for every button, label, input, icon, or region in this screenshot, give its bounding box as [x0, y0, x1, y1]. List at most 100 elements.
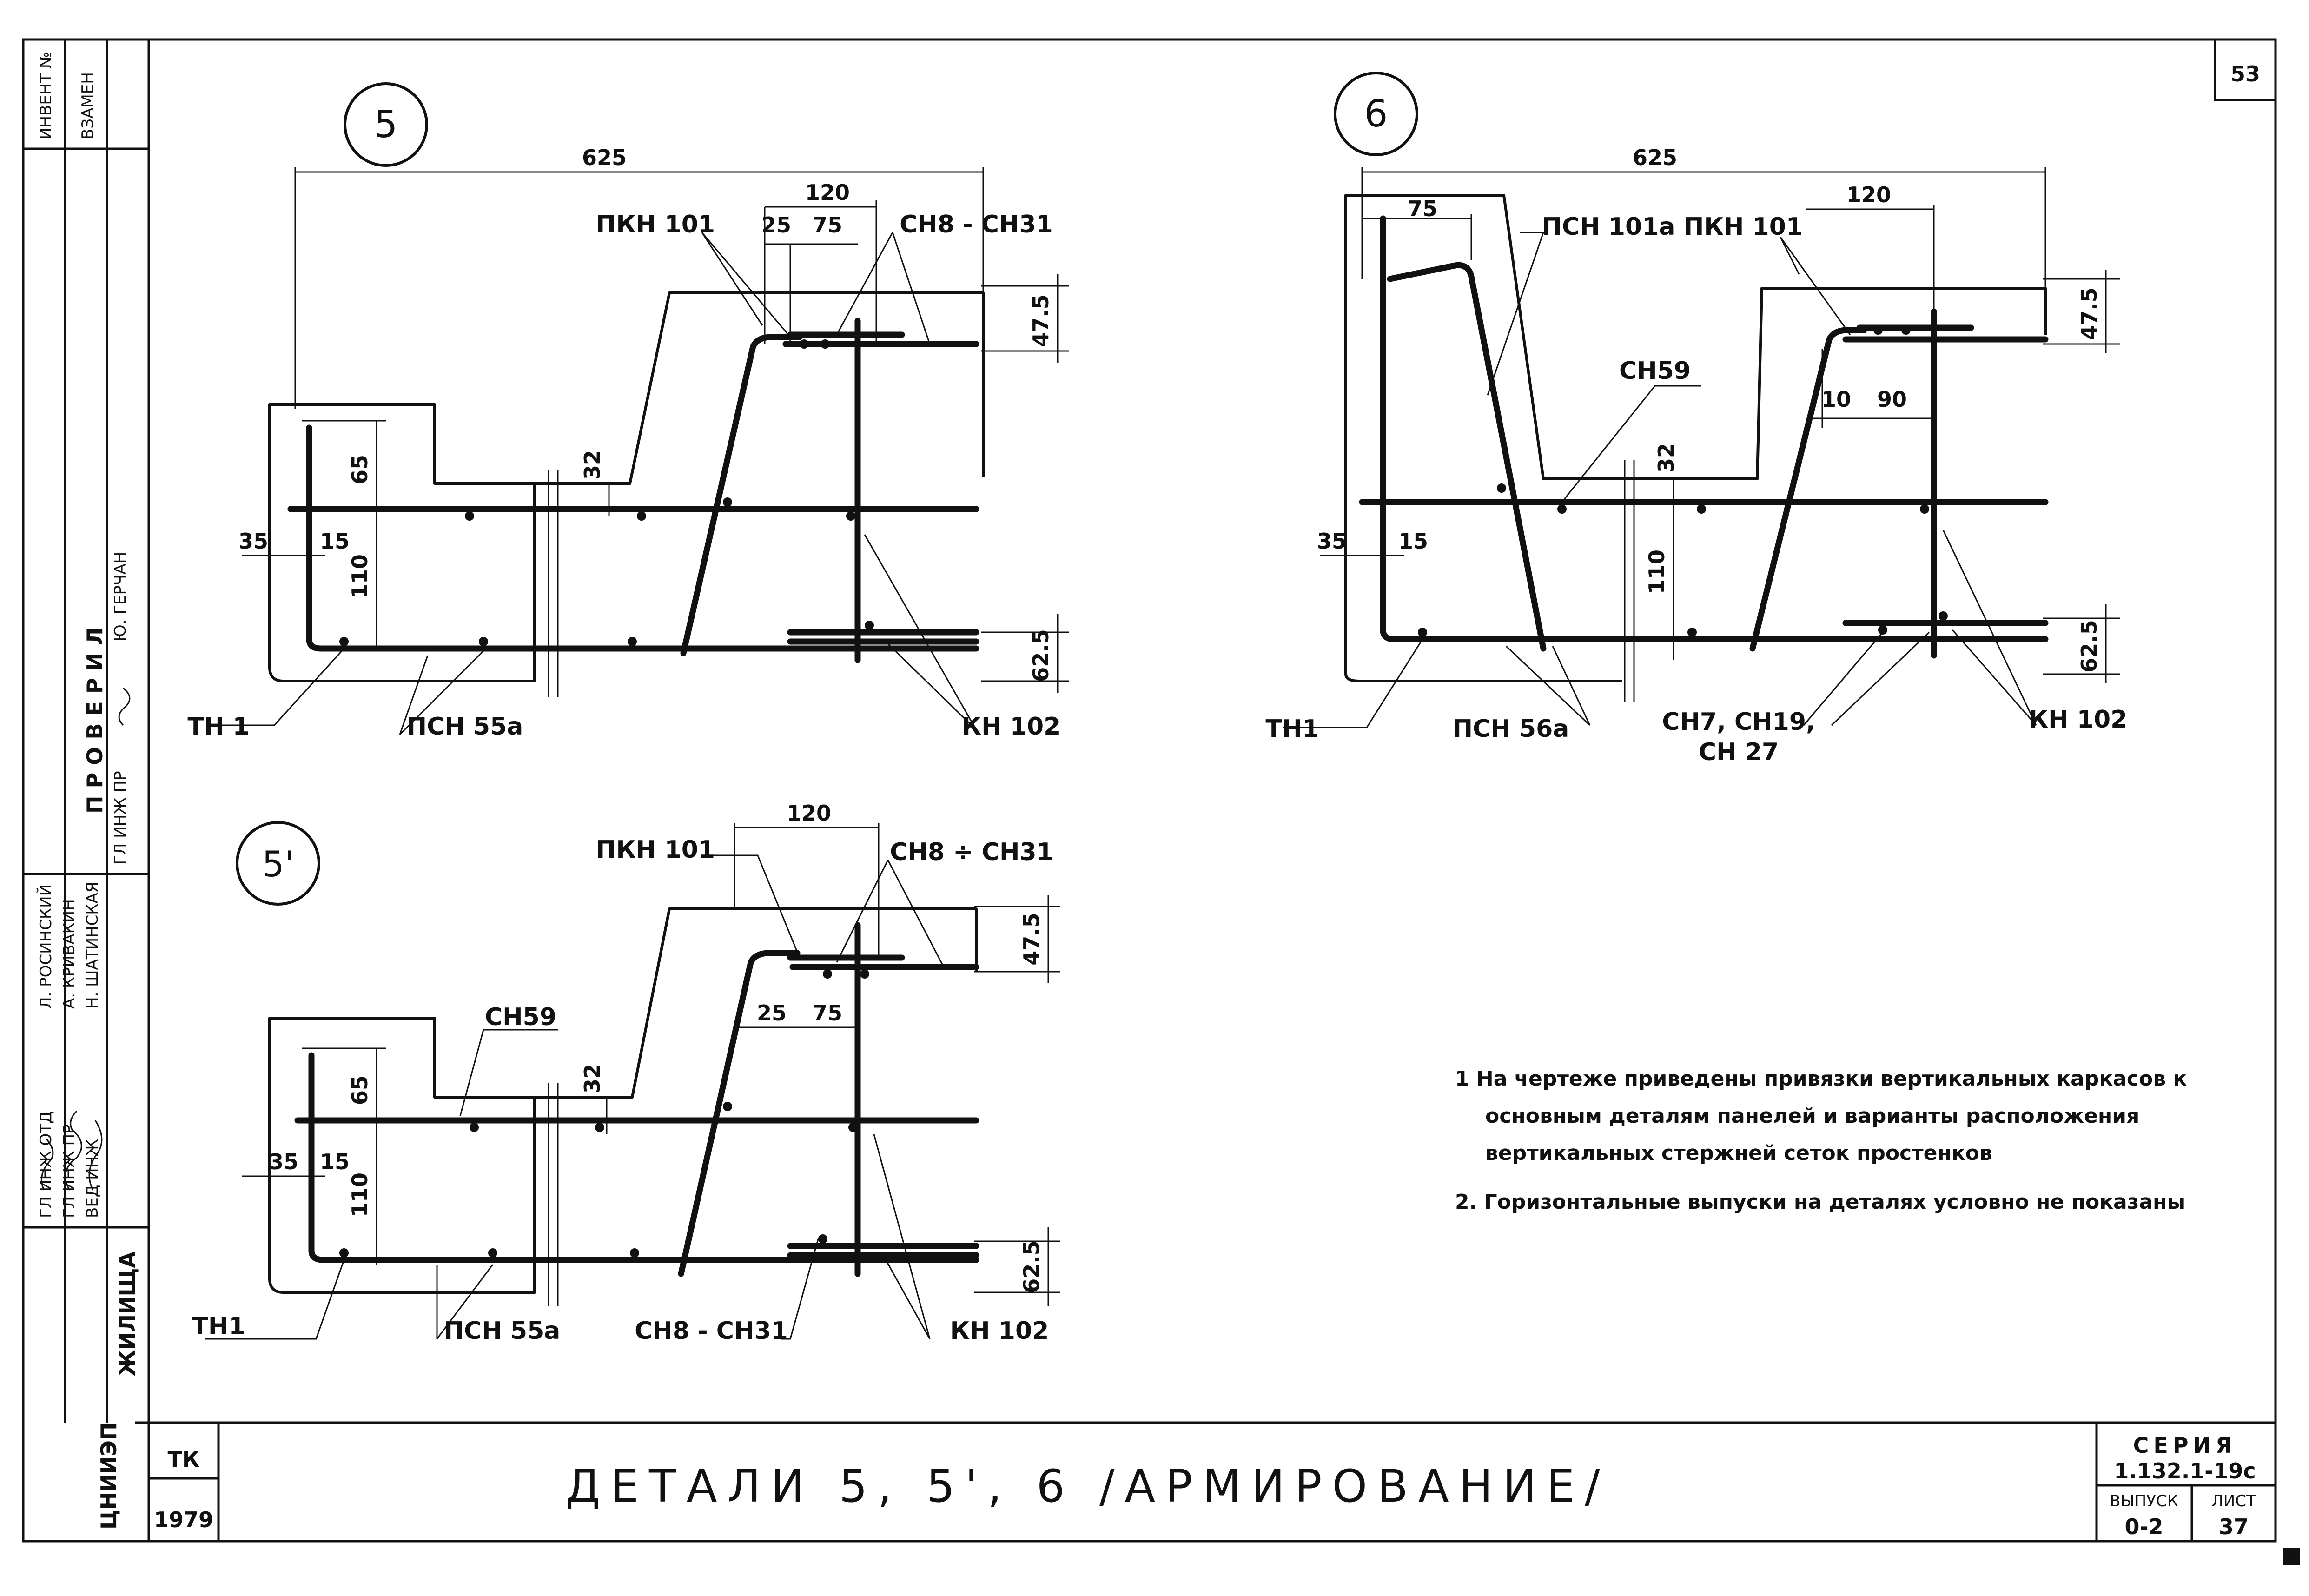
stamp-role-2: ГЛ ИНЖ ПР — [60, 1124, 79, 1218]
detail-5-dim-65: 65 — [347, 455, 372, 484]
detail-6-label-cn27: СН 27 — [1699, 738, 1779, 766]
detail-5-dim-625: 625 — [582, 145, 627, 170]
detail-5-label-pkn101: ПКН 101 — [596, 211, 715, 238]
detail-5prime-label-cn8-cn31-bottom: СН8 - СН31 — [635, 1317, 788, 1345]
detail-6-dim-32: 32 — [1654, 443, 1679, 473]
detail-6-dim-35: 35 — [1317, 529, 1347, 554]
detail-5-dim-32: 32 — [580, 450, 605, 480]
detail-5prime-dim-15: 15 — [320, 1149, 350, 1174]
detail-5prime-label-tn1: ТН1 — [192, 1312, 245, 1340]
detail-6-label-sn59: СН59 — [1619, 357, 1691, 385]
stamp-role-4: ГЛ ИНЖ ПР — [111, 771, 130, 865]
signature-2 — [64, 1110, 82, 1191]
stamp-role-1: ГЛ ИНЖ ОТД — [37, 1111, 55, 1218]
detail-6-marker — [1334, 72, 1418, 156]
detail-6-dim-10: 10 — [1821, 387, 1851, 412]
left-stamp: ИНВЕНТ № ВЗАМЕН П Р О В Е Р И Л ГЛ ИНЖ О… — [22, 38, 150, 1543]
detail-6-label-pkn101: ПКН 101 — [1684, 213, 1803, 241]
detail-6-label-psn56a: ПСН 56а — [1453, 715, 1569, 743]
note-line-3: вертикальных стержней сеток простенков — [1485, 1141, 1992, 1165]
issue-value: 0-2 — [2124, 1514, 2163, 1539]
detail-5prime-dim-47-5: 47.5 — [1019, 913, 1044, 966]
title-block: ТК 1979 ДЕТАЛИ 5, 5', 6 /АРМИРОВАНИЕ/ СЕ… — [149, 1423, 2300, 1565]
detail-5-label-cn8-cn31: СН8 - СН31 — [900, 211, 1053, 238]
detail-5-marker — [344, 82, 428, 167]
detail-6-dim-75: 75 — [1408, 196, 1437, 221]
detail-5prime-dim-65: 65 — [347, 1075, 372, 1105]
detail-5prime-label-pkn101: ПКН 101 — [596, 836, 715, 864]
sheet-number-box — [2214, 38, 2277, 101]
issue-label: ВЫПУСК — [2110, 1492, 2178, 1510]
detail-6-dim-120: 120 — [1846, 182, 1891, 207]
detail-5prime: 5' 120 25 75 47.5 62.5 35 15 65 110 32 — [192, 801, 1060, 1345]
detail-5-dim-47-5: 47.5 — [1028, 294, 1053, 347]
detail-6-label-psn101a: ПСН 101а — [1542, 213, 1675, 241]
detail-5prime-id: 5' — [262, 843, 294, 885]
detail-6-rebar-psn101a — [1387, 262, 1547, 652]
detail-6-label-kn102: КН 102 — [2029, 706, 2128, 734]
detail-5prime-label-sn59: СН59 — [485, 1003, 556, 1031]
sheet-value: 37 — [2219, 1514, 2249, 1539]
sheet-number: 53 — [2230, 61, 2260, 86]
year-label: 1979 — [154, 1507, 213, 1532]
replace-label: ВЗАМЕН — [79, 72, 97, 139]
detail-5-id: 5 — [374, 103, 398, 146]
detail-6-dim-15: 15 — [1398, 529, 1428, 554]
detail-5prime-label-kn102: КН 102 — [950, 1317, 1049, 1345]
detail-5-rebar-tn1 — [306, 424, 979, 652]
code-label: ТК — [168, 1447, 200, 1472]
detail-5-rebar-pkn101 — [680, 334, 803, 656]
notes: 1 На чертеже приведены привязки вертикал… — [1455, 1067, 2187, 1214]
note-line-4: 2. Горизонтальные выпуски на деталях усл… — [1455, 1190, 2185, 1214]
signature-4 — [118, 687, 131, 726]
detail-5-dim-15: 15 — [320, 529, 350, 554]
sheet-frame — [147, 38, 2277, 1543]
detail-5-dim-25: 25 — [761, 212, 791, 238]
detail-5-dim-75: 75 — [813, 212, 842, 238]
detail-6-label-tn1: ТН1 — [1265, 715, 1319, 743]
detail-5prime-marker — [236, 821, 320, 906]
detail-6-dim-90: 90 — [1877, 387, 1907, 412]
detail-5prime-label-psn55a: ПСН 55а — [444, 1317, 561, 1345]
detail-5prime-dim-120: 120 — [787, 801, 831, 826]
detail-6-dim-62-5: 62.5 — [2077, 620, 2102, 673]
org-name: ЦНИИЭП — [96, 1423, 121, 1530]
series-value: 1.132.1-19с — [2114, 1458, 2256, 1483]
detail-5prime-label-cn8-cn31: СН8 ÷ СН31 — [890, 838, 1053, 866]
detail-6-dim-110: 110 — [1644, 550, 1669, 594]
detail-6-label-cn7-cn19: СН7, СН19, — [1662, 708, 1815, 736]
note-line-2: основным деталям панелей и варианты расп… — [1485, 1104, 2139, 1128]
detail-5prime-dim-32: 32 — [580, 1064, 605, 1093]
note-line-1: 1 На чертеже приведены привязки вертикал… — [1455, 1067, 2187, 1091]
detail-6-dim-47-5: 47.5 — [2077, 287, 2102, 340]
stamp-name-4: Ю. ГЕРЧАН — [111, 552, 130, 642]
stamp-name-2: А. КРИВАКИН — [60, 899, 79, 1009]
detail-5prime-rebar-pkn101 — [678, 950, 801, 1277]
stamp-name-1: Л. РОСИНСКИЙ — [36, 884, 55, 1009]
detail-6-id: 6 — [1364, 92, 1388, 135]
series-label: СЕРИЯ — [2133, 1433, 2237, 1458]
detail-5-dim-35: 35 — [238, 529, 268, 554]
dept-name: ЖИЛИЩА — [115, 1252, 140, 1376]
detail-5prime-dim-25: 25 — [757, 1000, 787, 1026]
detail-6-rebar-tn1 — [1380, 215, 2049, 642]
detail-5prime-rebar-tn1 — [308, 1052, 979, 1263]
detail-6: 6 625 120 75 10 90 47.5 62.5 35 15 110 3… — [1265, 72, 2128, 766]
detail-5-dim-120: 120 — [805, 180, 850, 205]
detail-5-label-tn1: ТН 1 — [187, 713, 249, 741]
detail-5prime-dim-110: 110 — [347, 1172, 372, 1217]
detail-5-label-kn102: КН 102 — [962, 713, 1061, 741]
detail-5prime-dim-35: 35 — [269, 1149, 298, 1174]
detail-5prime-outline — [268, 907, 978, 1294]
detail-6-rebar-pkn101 — [1749, 327, 1867, 652]
detail-5-outline — [268, 291, 985, 682]
detail-5-label-psn55a: ПСН 55а — [407, 713, 523, 741]
corner-mark — [2283, 1548, 2300, 1565]
detail-5-dim-62-5: 62.5 — [1028, 629, 1053, 682]
detail-6-dim-625: 625 — [1633, 145, 1677, 170]
sheet-label: ЛИСТ — [2211, 1492, 2256, 1510]
inv-label: ИНВЕНТ № — [37, 52, 55, 139]
stamp-name-3: Н. ШАТИНСКАЯ — [83, 882, 102, 1009]
checked-label: П Р О В Е Р И Л — [82, 628, 107, 814]
